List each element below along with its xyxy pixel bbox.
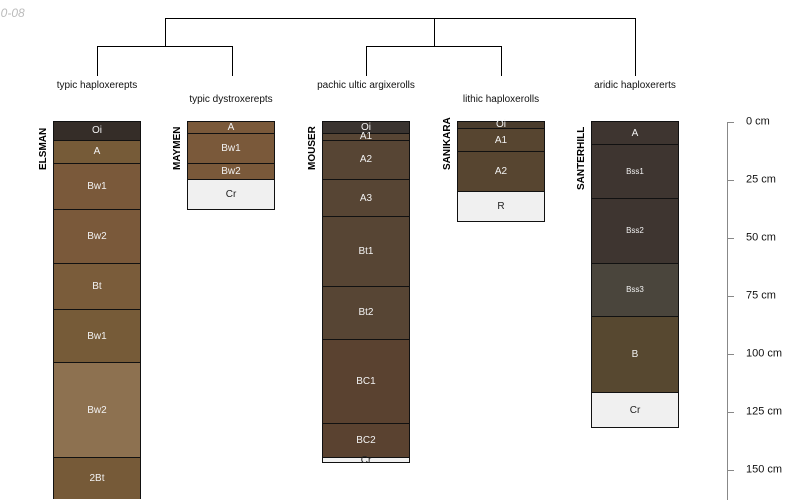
horizon-label: Bt [92, 280, 102, 292]
horizon: A [53, 139, 141, 164]
depth-tick [727, 354, 734, 355]
horizon-label: Oi [361, 121, 371, 133]
horizon: Cr [187, 179, 275, 211]
horizon: Bt1 [322, 216, 410, 287]
horizon-label: A2 [359, 154, 373, 166]
depth-tick-label: 50 cm [746, 231, 776, 244]
horizon-label: A [93, 146, 101, 158]
horizon: Bw2 [187, 162, 275, 180]
horizon: A2 [322, 139, 410, 180]
profile-name: SANIKARA [442, 117, 453, 170]
horizon-label: Bt1 [358, 245, 374, 257]
horizon-label: A [227, 121, 235, 133]
taxon-label: lithic haploxerolls [462, 94, 540, 105]
horizon: A [591, 121, 679, 146]
horizon-label: BC1 [356, 375, 376, 387]
dendro-branch [366, 46, 502, 47]
horizon: Bt2 [322, 285, 410, 341]
dendro-branch [635, 18, 636, 76]
horizon-label: Bw1 [221, 142, 241, 154]
taxon-label: typic dystroxerepts [189, 94, 273, 105]
taxon-label: aridic haploxererts [594, 80, 676, 91]
dendro-branch [165, 18, 166, 47]
horizon-label: A1 [359, 131, 373, 143]
horizon-label: Bt2 [358, 307, 374, 319]
depth-tick-label: 75 cm [746, 289, 776, 302]
depth-tick [727, 296, 734, 297]
depth-tick [727, 238, 734, 239]
horizon: R [457, 190, 545, 222]
horizon-label: A2 [494, 165, 508, 177]
horizon-label: B [631, 349, 639, 361]
horizon: Bss3 [591, 262, 679, 317]
depth-axis [727, 122, 728, 500]
horizon-label: A [631, 127, 639, 139]
dendro-branch [165, 18, 636, 19]
horizon-label: Bw2 [87, 404, 107, 416]
taxon-label: pachic ultic argixerolls [317, 80, 415, 91]
horizon-label: Bw1 [87, 330, 107, 342]
depth-tick-label: 100 cm [746, 347, 783, 360]
horizon: Bss1 [591, 144, 679, 199]
dendro-branch [97, 46, 98, 76]
horizon: Cr [322, 454, 410, 466]
horizon: 2Bt [53, 457, 141, 499]
dendro-branch [97, 46, 233, 47]
horizon: Bw1 [187, 132, 275, 164]
depth-tick [727, 470, 734, 471]
horizon-label: Bw1 [87, 180, 107, 192]
depth-tick-label: 25 cm [746, 173, 776, 186]
horizon-label: Bw2 [221, 165, 241, 177]
horizon-label: Cr [629, 404, 641, 416]
horizon-label: Oi [92, 125, 102, 137]
horizon-label: 2Bt [89, 473, 105, 485]
horizon-label: A3 [359, 192, 373, 204]
profile-name: SANTERHILL [576, 126, 587, 190]
horizon: Bw2 [53, 209, 141, 264]
horizon: Bw1 [53, 308, 141, 364]
horizon-label: Bss2 [626, 226, 644, 236]
horizon-label: Cr [225, 189, 237, 201]
depth-tick [727, 122, 734, 123]
horizon: Bw2 [53, 362, 141, 459]
taxon-label: typic haploxerepts [56, 80, 138, 91]
horizon: A1 [457, 127, 545, 153]
horizon: Cr [591, 392, 679, 429]
dendro-branch [434, 18, 435, 47]
horizon-label: R [497, 200, 505, 212]
horizon: Bt [53, 262, 141, 310]
horizon-label: Bw2 [87, 230, 107, 242]
profile-name: MAYMEN [172, 126, 183, 170]
horizon-label: Bss3 [626, 285, 644, 295]
depth-tick [727, 412, 734, 413]
horizon: B [591, 315, 679, 394]
horizon: BC2 [322, 422, 410, 459]
depth-tick-label: 125 cm [746, 405, 783, 418]
dendro-branch [366, 46, 367, 76]
dendro-branch [501, 46, 502, 76]
horizon-label: A1 [494, 134, 508, 146]
profile-name: MOUSER [307, 126, 318, 170]
horizon: Bw1 [53, 162, 141, 211]
watermark: 10-08 [0, 6, 25, 20]
horizon-label: Cr [360, 454, 372, 466]
horizon-label: Oi [496, 119, 506, 131]
horizon: Oi [53, 121, 141, 141]
horizon-label: Bss1 [626, 166, 644, 176]
depth-tick [727, 180, 734, 181]
horizon: A2 [457, 151, 545, 192]
horizon: BC1 [322, 339, 410, 424]
horizon-label: BC2 [356, 434, 376, 446]
horizon: Bss2 [591, 197, 679, 264]
dendro-branch [232, 46, 233, 76]
profile-name: ELSMAN [38, 127, 49, 170]
depth-tick-label: 0 cm [746, 115, 770, 128]
horizon: A3 [322, 179, 410, 218]
depth-tick-label: 150 cm [746, 463, 783, 476]
